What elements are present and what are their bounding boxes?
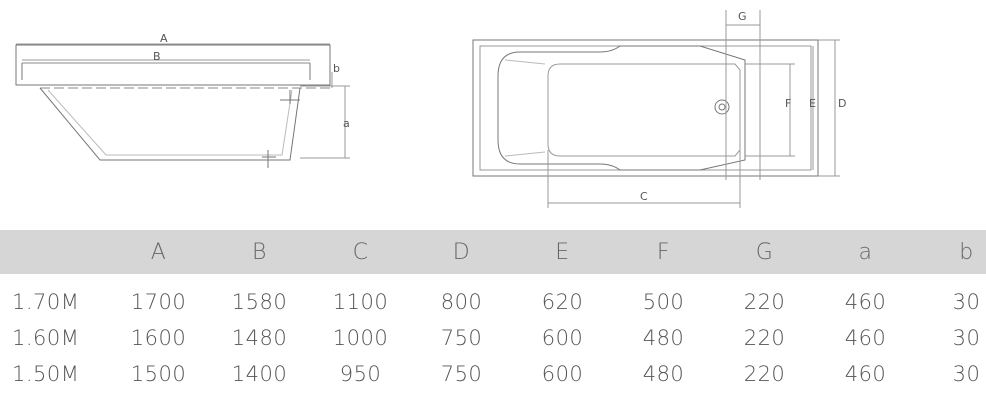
table-row: 1.50M 1500 1400 950 750 600 480 220 460 …: [0, 356, 986, 392]
table-cell: 1100: [332, 290, 389, 314]
header-cell: a: [858, 239, 873, 265]
header-cell: A: [150, 239, 167, 265]
table-cell: 220: [743, 326, 786, 350]
table-cell: 220: [743, 290, 786, 314]
table-cell: 1480: [231, 326, 288, 350]
table-cell: 950: [339, 362, 382, 386]
table-cell: 500: [642, 290, 685, 314]
size-cell: 1.70M: [12, 290, 80, 314]
header-cell: B: [252, 239, 267, 265]
drain-circle: [714, 99, 730, 115]
size-cell: 1.50M: [12, 362, 80, 386]
table-cell: 30: [952, 362, 981, 386]
label-D: D: [838, 97, 846, 110]
table-cell: 620: [541, 290, 584, 314]
label-B: B: [153, 50, 161, 63]
label-A: A: [160, 32, 168, 45]
label-a: a: [343, 117, 350, 130]
label-b: b: [333, 62, 340, 75]
technical-drawings: A B b a G F E D C: [15, 10, 846, 208]
bathtub-top-view: [472, 10, 840, 208]
label-G: G: [738, 10, 747, 23]
header-cell: F: [656, 239, 671, 265]
header-cell: G: [755, 239, 774, 265]
table-cell: 750: [440, 362, 483, 386]
table-cell: 600: [541, 362, 584, 386]
label-F: F: [785, 97, 791, 110]
dimensions-table: A B C D E F G a b 1.70M 1700 1580 1100 8…: [0, 230, 986, 392]
table-header: A B C D E F G a b: [0, 230, 986, 274]
table-cell: 800: [440, 290, 483, 314]
table-cell: 1000: [332, 326, 389, 350]
side-rim: [15, 44, 331, 86]
table-cell: 600: [541, 326, 584, 350]
top-outer-rim: [472, 39, 819, 177]
header-cell: b: [959, 239, 974, 265]
table-cell: 1600: [130, 326, 187, 350]
table-cell: 750: [440, 326, 483, 350]
bathtub-side-view: [15, 43, 350, 168]
table-cell: 30: [952, 326, 981, 350]
table-cell: 480: [642, 326, 685, 350]
label-C: C: [640, 190, 648, 203]
table-cell: 460: [844, 326, 887, 350]
table-cell: 30: [952, 290, 981, 314]
basin-outline: [497, 45, 746, 171]
table-row: 1.60M 1600 1480 1000 750 600 480 220 460…: [0, 320, 986, 356]
table-cell: 1400: [231, 362, 288, 386]
table-cell: 1500: [130, 362, 187, 386]
table-cell: 1580: [231, 290, 288, 314]
size-cell: 1.60M: [12, 326, 80, 350]
label-E: E: [809, 97, 816, 110]
header-cell: C: [352, 239, 369, 265]
side-body: [39, 87, 301, 161]
table-row: 1.70M 1700 1580 1100 800 620 500 220 460…: [0, 284, 986, 320]
table-cell: 460: [844, 290, 887, 314]
table-cell: 460: [844, 362, 887, 386]
table-cell: 220: [743, 362, 786, 386]
header-cell: E: [555, 239, 570, 265]
table-cell: 1700: [130, 290, 187, 314]
table-cell: 480: [642, 362, 685, 386]
header-cell: D: [452, 239, 471, 265]
